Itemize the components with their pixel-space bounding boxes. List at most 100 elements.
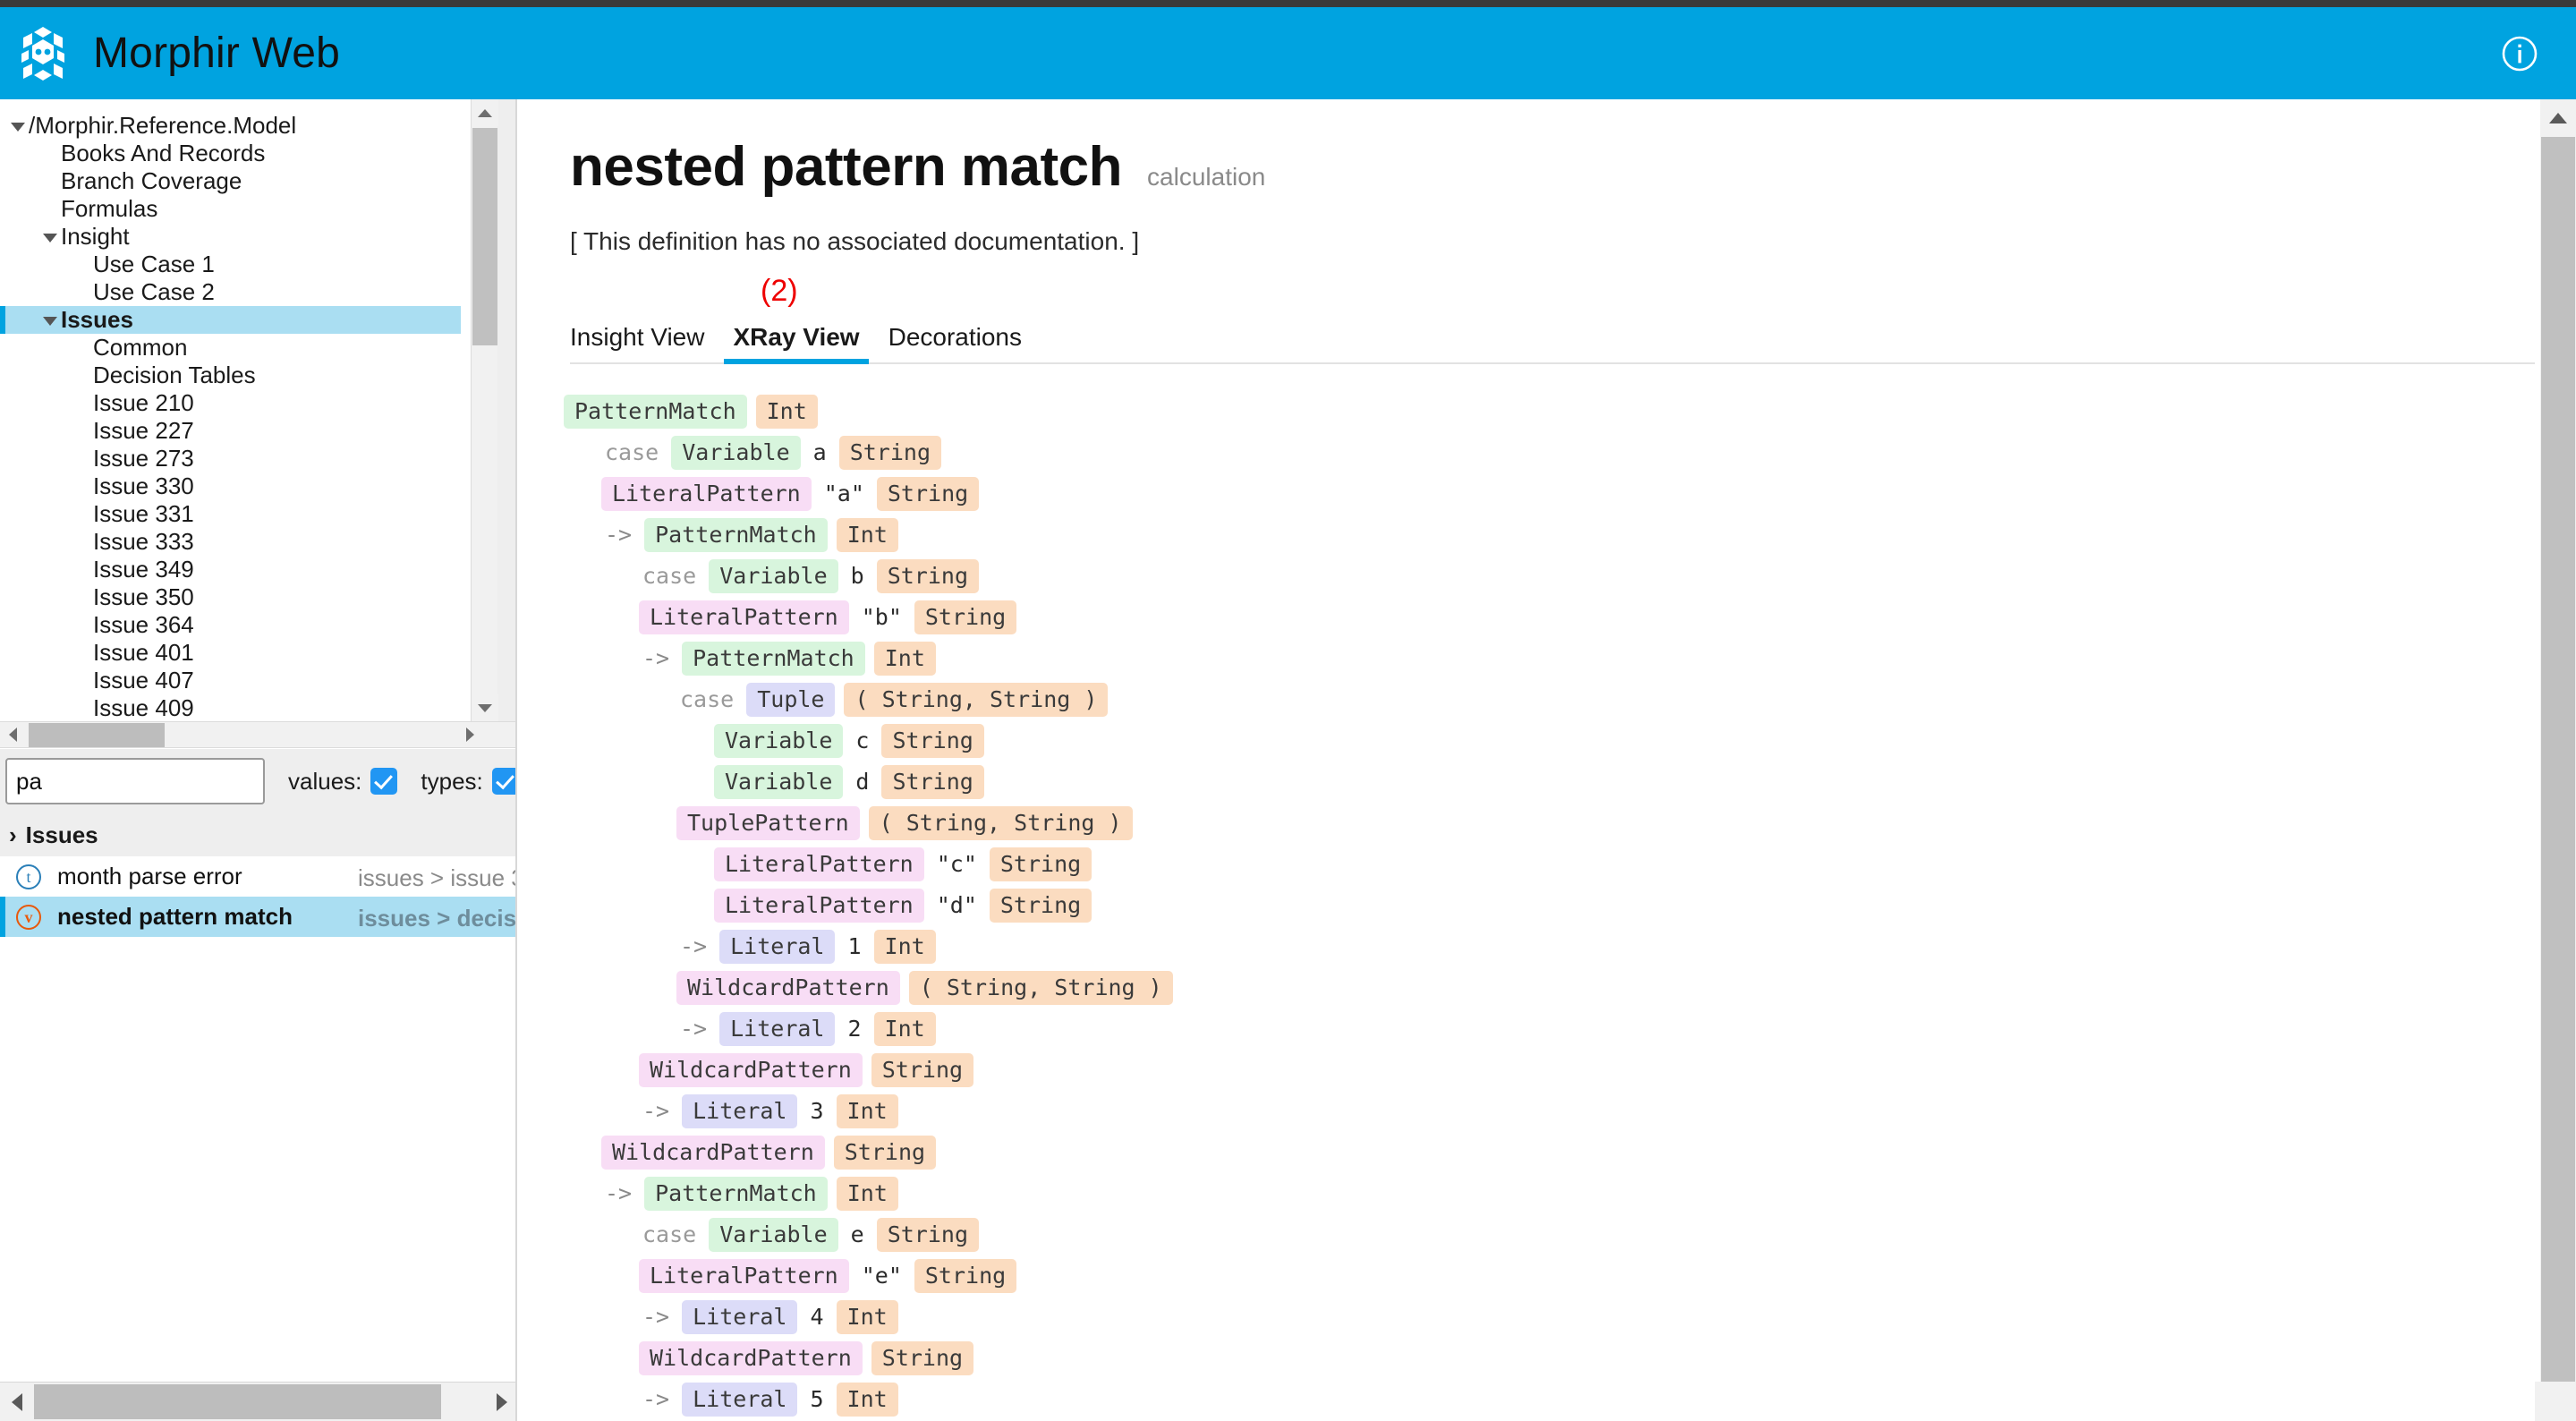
page-scroll-left-button[interactable] <box>0 1383 34 1421</box>
tree-item-label: Branch Coverage <box>61 167 242 194</box>
tree-item-issue-273[interactable]: Issue 273 <box>0 445 490 472</box>
tree-item-issue-349[interactable]: Issue 349 <box>0 556 490 583</box>
tree-item-issue-227[interactable]: Issue 227 <box>0 417 490 445</box>
search-result-item[interactable]: t month parse error issues > issue 3 <box>0 856 517 897</box>
tree-horizontal-scroll-thumb[interactable] <box>29 723 165 747</box>
tree-vertical-scroll-thumb[interactable] <box>472 128 497 345</box>
tree-item-common[interactable]: Common <box>0 334 490 362</box>
tree-scroll-down-button[interactable] <box>472 694 498 721</box>
tree-scroll-up-button[interactable] <box>472 99 498 126</box>
tree-item-label: Issues <box>61 306 133 333</box>
tree-vertical-scrollbar[interactable] <box>471 99 498 721</box>
chevron-down-icon[interactable] <box>39 226 61 248</box>
types-filter-checkbox[interactable] <box>491 768 515 795</box>
tree-item-issue-401[interactable]: Issue 401 <box>0 639 490 667</box>
search-result-name: month parse error <box>57 863 242 889</box>
tree-scroll-right-button[interactable] <box>456 722 483 748</box>
sidebar-empty-space <box>0 937 515 1421</box>
tab-decorations[interactable]: Decorations <box>888 323 1022 351</box>
main-scroll-up-button[interactable] <box>2540 99 2576 135</box>
search-result-path: issues > issue 3 <box>358 864 517 891</box>
tree-scroll-left-button[interactable] <box>0 722 27 748</box>
tree-item-issue-333[interactable]: Issue 333 <box>0 528 490 556</box>
tree-item-formulas[interactable]: Formulas <box>0 195 490 223</box>
tree-item-issue-407[interactable]: Issue 407 <box>0 667 490 694</box>
xray-line[interactable]: LiteralPattern"e"String <box>564 1255 2535 1297</box>
chevron-down-icon[interactable] <box>39 310 61 331</box>
page-horizontal-scroll-thumb[interactable] <box>34 1384 441 1419</box>
type-kind-icon: t <box>16 864 41 889</box>
xray-line[interactable]: WildcardPattern( String, String ) <box>564 967 2535 1008</box>
xray-constructor-token: Variable <box>671 436 801 470</box>
values-filter-label: values: <box>288 767 362 795</box>
tree-item-decision-tables[interactable]: Decision Tables <box>0 362 490 389</box>
xray-line[interactable]: LiteralPattern"b"String <box>564 597 2535 638</box>
tree-item-issue-364[interactable]: Issue 364 <box>0 611 490 639</box>
definition-kind-label: calculation <box>1147 163 1266 191</box>
tree-item-use-case-2[interactable]: Use Case 2 <box>0 278 490 306</box>
xray-value-token: 3 <box>810 1098 824 1125</box>
values-filter-group: values: <box>288 767 398 796</box>
xray-type-token: String <box>833 1136 937 1170</box>
xray-line[interactable]: LiteralPattern"c"String <box>564 844 2535 885</box>
tree-item-branch-coverage[interactable]: Branch Coverage <box>0 167 490 195</box>
view-tabs[interactable]: Insight View XRay View Decorations <box>570 314 2565 364</box>
page-scroll-right-button[interactable] <box>483 1383 515 1421</box>
tree-item-insight[interactable]: Insight <box>0 223 490 251</box>
xray-line[interactable]: LiteralPattern"d"String <box>564 885 2535 926</box>
tree-horizontal-scrollbar[interactable] <box>0 721 515 748</box>
tree-item-issue-210[interactable]: Issue 210 <box>0 389 490 417</box>
xray-type-token: ( String, String ) <box>908 971 1173 1005</box>
types-filter-label: types: <box>421 767 483 795</box>
app-header: Morphir Web <box>0 7 2576 99</box>
xray-line[interactable]: TuplePattern( String, String ) <box>564 803 2535 844</box>
main-vertical-scrollbar[interactable] <box>2535 99 2576 1421</box>
tree-item-label: Issue 210 <box>93 389 194 416</box>
chevron-down-icon[interactable] <box>7 115 29 137</box>
values-filter-checkbox[interactable] <box>370 768 398 795</box>
page-horizontal-scrollbar[interactable] <box>0 1382 515 1421</box>
tab-insight-view[interactable]: Insight View <box>570 323 705 351</box>
tree-item-morphir-reference-model[interactable]: /Morphir.Reference.Model <box>0 112 490 140</box>
tree-item-issue-350[interactable]: Issue 350 <box>0 583 490 611</box>
tree-item-issue-330[interactable]: Issue 330 <box>0 472 490 500</box>
tab-xray-view[interactable]: XRay View <box>718 323 873 364</box>
main-vertical-scroll-thumb[interactable] <box>2541 137 2575 1421</box>
tree-item-issue-331[interactable]: Issue 331 <box>0 500 490 528</box>
tree-item-use-case-1[interactable]: Use Case 1 <box>0 251 490 278</box>
search-input[interactable] <box>5 758 265 804</box>
info-circle-icon[interactable] <box>2499 33 2540 74</box>
tree-item-label: Decision Tables <box>93 362 256 388</box>
results-group-header[interactable]: › Issues <box>0 813 515 856</box>
xray-line[interactable]: LiteralPattern"a"String <box>564 473 2535 515</box>
tree-item-issue-409[interactable]: Issue 409 <box>0 694 490 721</box>
tree-item-label: Issue 333 <box>93 528 194 555</box>
tree-item-books-and-records[interactable]: Books And Records <box>0 140 490 167</box>
xray-constructor-token: Variable <box>714 724 844 758</box>
tree-item-issues[interactable]: Issues <box>0 306 461 334</box>
documentation-note: [ This definition has no associated docu… <box>570 227 1140 255</box>
